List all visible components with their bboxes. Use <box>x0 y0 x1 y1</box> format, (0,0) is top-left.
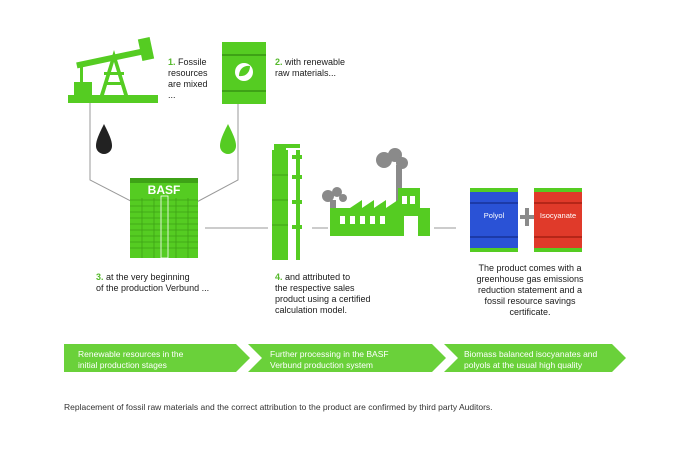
banner-step-3-text: Biomass balanced isocyanates and polyols… <box>464 349 598 370</box>
green-drop-icon <box>220 124 236 154</box>
banner-step-1 <box>64 344 250 372</box>
banner-step-1-text: Renewable resources in the initial produ… <box>78 349 184 370</box>
isocyanate-drum-icon <box>534 188 582 252</box>
isocyanate-label: Isocyanate <box>539 211 577 220</box>
basf-tank-icon: BASF <box>130 178 198 259</box>
smoke-icon <box>322 148 408 202</box>
polyol-drum-icon <box>470 188 518 252</box>
oil-pump-icon <box>68 36 158 103</box>
factory-icon <box>322 148 430 236</box>
banner-step-3 <box>444 344 626 372</box>
tank-label: BASF <box>148 183 181 197</box>
process-banner <box>64 344 626 372</box>
plus-icon <box>520 208 534 226</box>
banner-step-2-text: Further processing in the BASF Verbund p… <box>270 349 389 370</box>
step-3-text: 3. at the very beginning of the producti… <box>96 272 210 293</box>
distillation-column-icon <box>272 144 302 260</box>
polyol-label: Polyol <box>483 211 505 220</box>
renewable-barrel-icon <box>222 42 266 104</box>
product-certificate-text: The product comes with a greenhouse gas … <box>476 263 584 317</box>
banner-step-2 <box>248 344 446 372</box>
tank-ladder <box>160 195 169 259</box>
step-4-text: 4. and attributed to the respective sale… <box>275 272 371 315</box>
step-2-text: 2. with renewable raw materials... <box>275 57 346 78</box>
footer-note: Replacement of fossil raw materials and … <box>64 402 493 412</box>
leaf-icon <box>239 65 250 77</box>
black-oil-drop-icon <box>96 124 112 154</box>
step-1-text: 1. Fossile resources are mixed ... <box>168 57 208 100</box>
